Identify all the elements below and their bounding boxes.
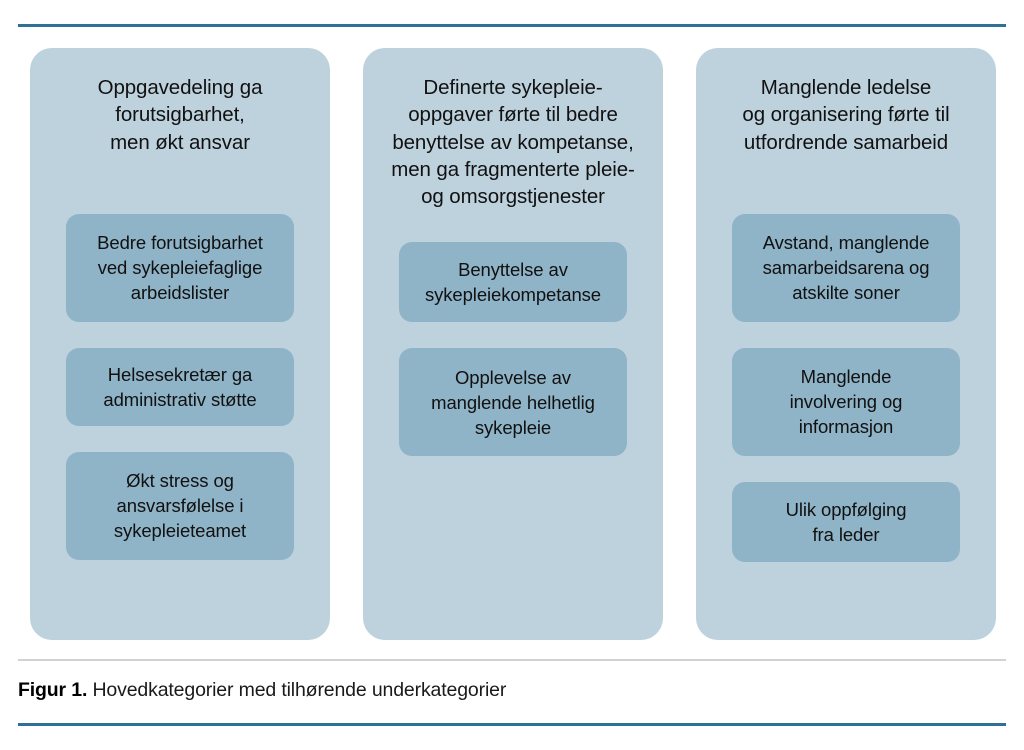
subcategory-item: Økt stress og ansvarsfølelse i sykepleie… [66,451,294,560]
subcategory-item: Bedre forutsigbarhet ved sykepleiefaglig… [66,213,294,322]
caption-bottom-rule [18,723,1006,726]
subcategory-list-1: Bedre forutsigbarhet ved sykepleiefaglig… [44,213,316,560]
figure-caption: Figur 1. Hovedkategorier med tilhørende … [18,678,1006,703]
category-columns: Oppgavedeling ga forutsigbarhet, men økt… [30,48,996,640]
top-divider-rule [18,24,1006,27]
category-title-1: Oppgavedeling ga forutsigbarhet, men økt… [97,76,263,154]
subcategory-list-3: Avstand, manglende samarbeidsarena og at… [710,213,982,562]
category-column-3: Manglende ledelse og organisering førte … [696,48,996,640]
subcategory-item: Opplevelse av manglende helhetlig sykepl… [399,348,627,457]
subcategory-item: Helsesekretær ga administrativ støtte [66,347,294,426]
category-title-3: Manglende ledelse og organisering førte … [742,76,950,154]
subcategory-item: Manglende involvering og informasjon [732,347,960,456]
caption-top-rule [18,659,1006,661]
category-column-1: Oppgavedeling ga forutsigbarhet, men økt… [30,48,330,640]
subcategory-list-2: Benyttelse av sykepleiekompetanse Opplev… [377,242,649,457]
figure-caption-label: Figur 1. [18,679,88,701]
subcategory-item: Benyttelse av sykepleiekompetanse [399,242,627,323]
subcategory-item: Avstand, manglende samarbeidsarena og at… [732,213,960,322]
subcategory-item: Ulik oppfølging fra leder [732,481,960,562]
category-column-2: Definerte sykepleie- oppgaver førte til … [363,48,663,640]
figure-caption-text: Hovedkategorier med tilhørende underkate… [87,679,507,701]
category-title-2: Definerte sykepleie- oppgaver førte til … [391,76,635,208]
